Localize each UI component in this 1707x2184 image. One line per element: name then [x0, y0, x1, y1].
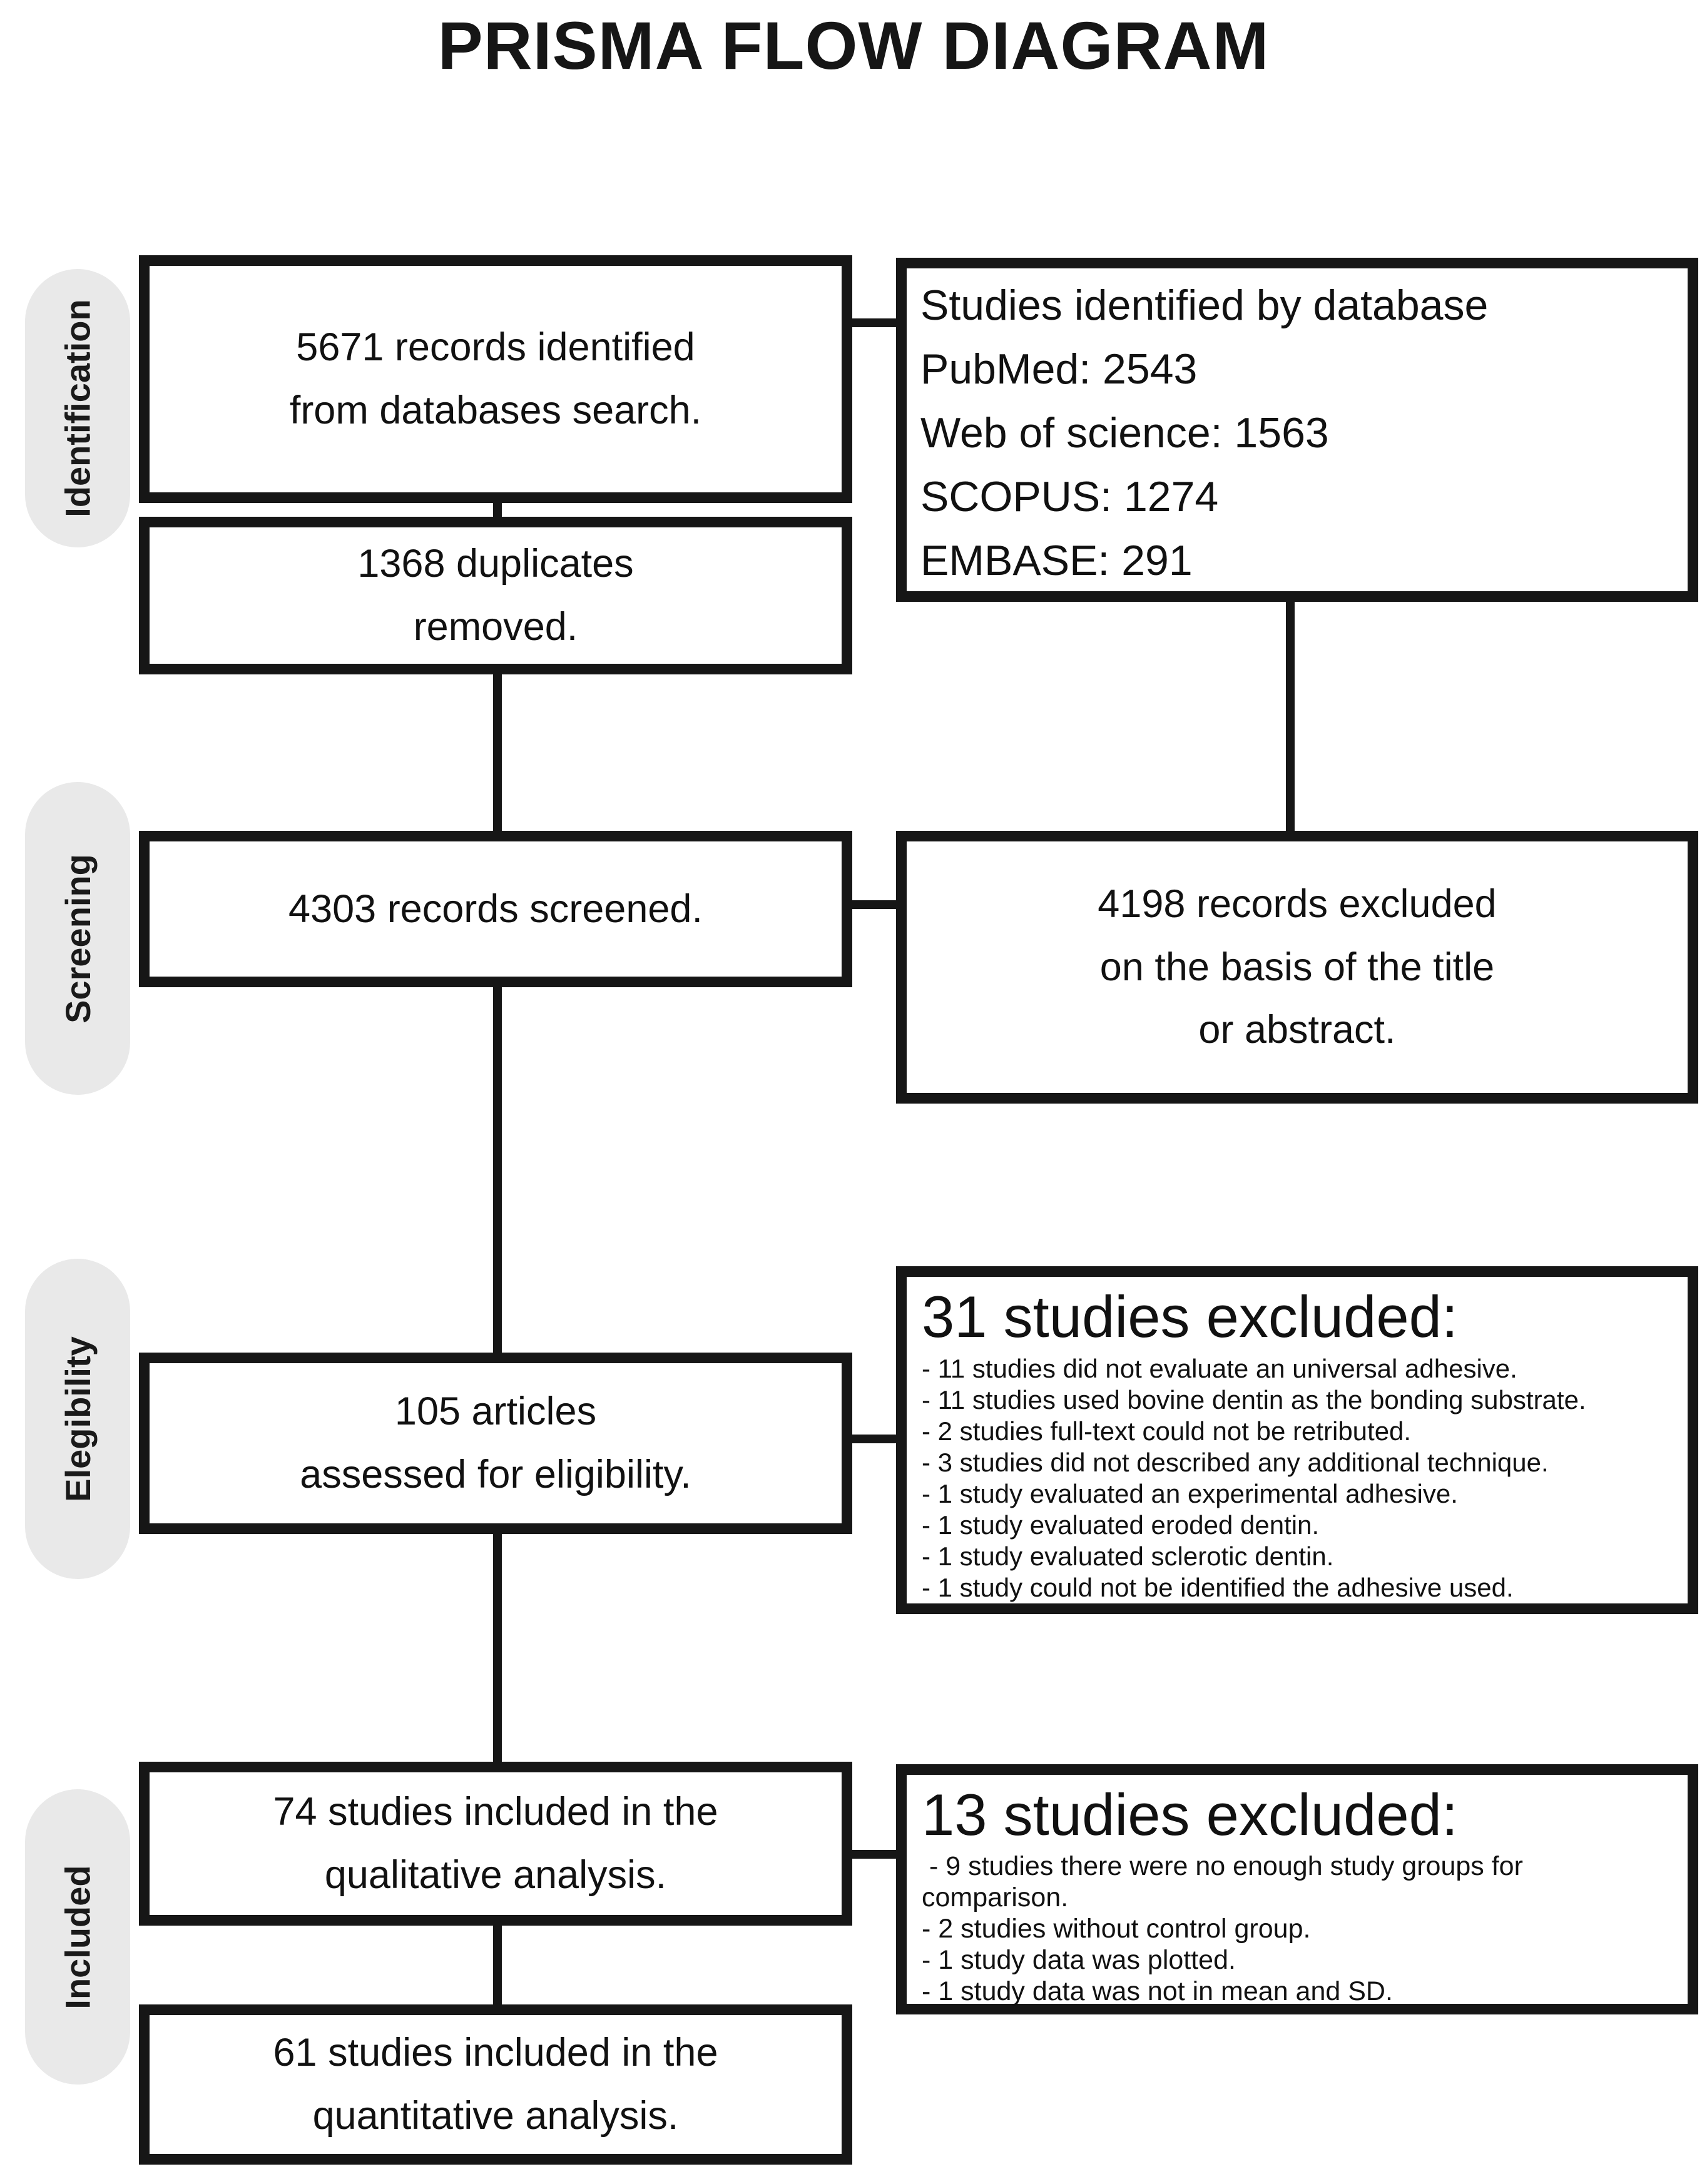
box-excluded-quantitative-reasons: - 9 studies there were no enough study g… [922, 1851, 1673, 2007]
connector-identified-to-duplicates [493, 498, 502, 521]
exclusion-reason: - 11 studies did not evaluate an univers… [922, 1354, 1517, 1384]
exclusion-reason: - 1 study evaluated sclerotic dentin. [922, 1541, 1334, 1571]
stage-included-label: Included [58, 1864, 98, 2009]
connector-eligibility-to-qualitative [493, 1530, 502, 1765]
box-qualitative-included: 74 studies included in the qualitative a… [139, 1762, 852, 1926]
exclusion-reason: - 1 study data was not in mean and SD. [922, 1976, 1393, 2006]
connector-screened-to-eligibility [493, 983, 502, 1356]
stage-eligibility: Elegibility [25, 1259, 130, 1579]
box-records-screened: 4303 records screened. [139, 831, 852, 987]
stage-eligibility-label: Elegibility [58, 1336, 98, 1502]
connector-identified-to-databases [846, 318, 902, 327]
box-excluded-quantitative-header: 13 studies excluded: [922, 1782, 1459, 1847]
box-quantitative-included-text: 61 studies included in the quantitative … [273, 2031, 718, 2138]
box-excluded-quantitative: 13 studies excluded: - 9 studies there w… [896, 1764, 1698, 2014]
box-databases-text: Studies identified by database PubMed: 2… [920, 282, 1489, 584]
connector-qualitative-to-excluded [846, 1850, 902, 1859]
connector-qualitative-to-quantitative [493, 1922, 502, 2008]
exclusion-reason: - 1 study evaluated eroded dentin. [922, 1510, 1320, 1540]
box-assessed-eligibility: 105 articles assessed for eligibility. [139, 1353, 852, 1534]
stage-screening-label: Screening [58, 853, 98, 1023]
exclusion-reason: - 1 study could not be identified the ad… [922, 1572, 1514, 1602]
box-excluded-eligibility-header: 31 studies excluded: [922, 1284, 1459, 1349]
box-excluded-eligibility-reasons: - 11 studies did not evaluate an univers… [922, 1353, 1673, 1603]
stage-screening: Screening [25, 782, 130, 1095]
connector-screened-to-excluded [846, 900, 902, 909]
box-excluded-eligibility: 31 studies excluded: - 11 studies did no… [896, 1266, 1698, 1614]
exclusion-reason: - 2 studies without control group. [922, 1913, 1311, 1944]
connector-eligibility-to-excluded [846, 1435, 902, 1443]
box-records-identified-text: 5671 records identified from databases s… [289, 325, 702, 432]
box-qualitative-included-text: 74 studies included in the qualitative a… [273, 1790, 718, 1897]
box-duplicates-removed-text: 1368 duplicates removed. [357, 542, 634, 649]
box-databases: Studies identified by database PubMed: 2… [896, 258, 1698, 602]
exclusion-reason: - 3 studies did not described any additi… [922, 1448, 1549, 1477]
stage-identification: Identification [25, 269, 130, 547]
exclusion-reason: - 9 studies there were no enough study g… [922, 1851, 1531, 1912]
box-assessed-eligibility-text: 105 articles assessed for eligibility. [300, 1389, 691, 1496]
connector-duplicates-to-screened [493, 671, 502, 835]
box-quantitative-included: 61 studies included in the quantitative … [139, 2004, 852, 2165]
connector-databases-to-excluded [1286, 598, 1295, 835]
exclusion-reason: - 1 study data was plotted. [922, 1944, 1236, 1975]
box-records-identified: 5671 records identified from databases s… [139, 255, 852, 503]
page-title: PRISMA FLOW DIAGRAM [437, 8, 1270, 83]
box-records-screened-text: 4303 records screened. [288, 886, 703, 931]
exclusion-reason: - 11 studies used bovine dentin as the b… [922, 1385, 1586, 1415]
box-duplicates-removed: 1368 duplicates removed. [139, 517, 852, 674]
box-records-excluded-screening: 4198 records excluded on the basis of th… [896, 831, 1698, 1104]
stage-included: Included [25, 1789, 130, 2085]
exclusion-reason: - 2 studies full-text could not be retri… [922, 1416, 1412, 1446]
box-records-excluded-screening-text: 4198 records excluded on the basis of th… [1098, 881, 1497, 1052]
stage-identification-label: Identification [58, 299, 98, 517]
exclusion-reason: - 1 study evaluated an experimental adhe… [922, 1478, 1458, 1508]
